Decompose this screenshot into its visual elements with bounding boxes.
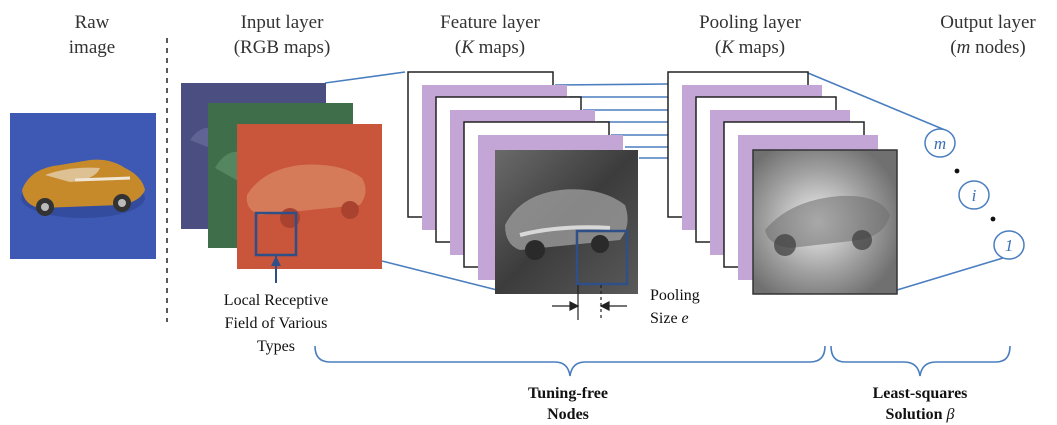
svg-text:Least-squares: Least-squares <box>873 385 968 402</box>
svg-text:Local Receptive: Local Receptive <box>224 292 328 309</box>
pooling-size-label: Pooling Size e <box>650 287 700 327</box>
pooling-map-stack <box>667 71 898 295</box>
output-layer-header: Output layer (m nodes) <box>940 12 1036 58</box>
raw-image <box>10 113 156 259</box>
svg-text:image: image <box>69 37 115 58</box>
output-node-1 <box>993 230 1025 260</box>
svg-text:m: m <box>934 134 946 153</box>
svg-text:(RGB maps): (RGB maps) <box>234 37 331 58</box>
svg-text:Nodes: Nodes <box>547 406 589 423</box>
connection-lines <box>324 71 1004 291</box>
pooling-layer-header: Pooling layer (K maps) <box>699 12 802 58</box>
svg-text:(m nodes): (m nodes) <box>950 37 1025 58</box>
svg-text:(K maps): (K maps) <box>715 37 785 58</box>
output-node-i <box>958 180 990 210</box>
svg-text:1: 1 <box>1005 236 1014 255</box>
ellipsis-dot <box>990 216 996 222</box>
svg-text:Types: Types <box>257 338 295 355</box>
least-squares-label: Least-squares Solution β <box>873 385 968 423</box>
svg-text:Solution β: Solution β <box>886 406 955 423</box>
svg-text:Output layer: Output layer <box>940 12 1036 33</box>
svg-text:Raw: Raw <box>75 12 110 33</box>
svg-text:Feature layer: Feature layer <box>440 12 540 33</box>
ellipsis-dot <box>954 168 960 174</box>
output-nodes: m i 1 <box>924 128 1025 260</box>
input-layer-header: Input layer (RGB maps) <box>234 12 331 58</box>
svg-text:Input layer: Input layer <box>241 12 325 33</box>
raw-image-header: Raw image <box>69 12 115 58</box>
output-node-m <box>924 128 956 158</box>
least-squares-bracket <box>830 345 1011 377</box>
feature-layer-header: Feature layer (K maps) <box>440 12 540 58</box>
pooling-size-annotation <box>552 285 627 320</box>
svg-text:Field of Various: Field of Various <box>225 315 328 332</box>
svg-text:i: i <box>972 186 977 205</box>
pooling-window-box <box>575 229 629 286</box>
svg-text:Tuning-free: Tuning-free <box>528 385 608 402</box>
tuning-free-label: Tuning-free Nodes <box>528 385 608 423</box>
svg-text:Size e: Size e <box>650 310 689 327</box>
receptive-field-annotation: Local Receptive Field of Various Types <box>224 255 328 355</box>
input-rgb-maps <box>181 83 382 269</box>
svg-text:Pooling layer: Pooling layer <box>699 12 802 33</box>
svg-text:(K maps): (K maps) <box>455 37 525 58</box>
feature-map-stack <box>407 71 638 294</box>
svg-text:Pooling: Pooling <box>650 287 700 304</box>
tuning-free-bracket <box>314 345 826 377</box>
